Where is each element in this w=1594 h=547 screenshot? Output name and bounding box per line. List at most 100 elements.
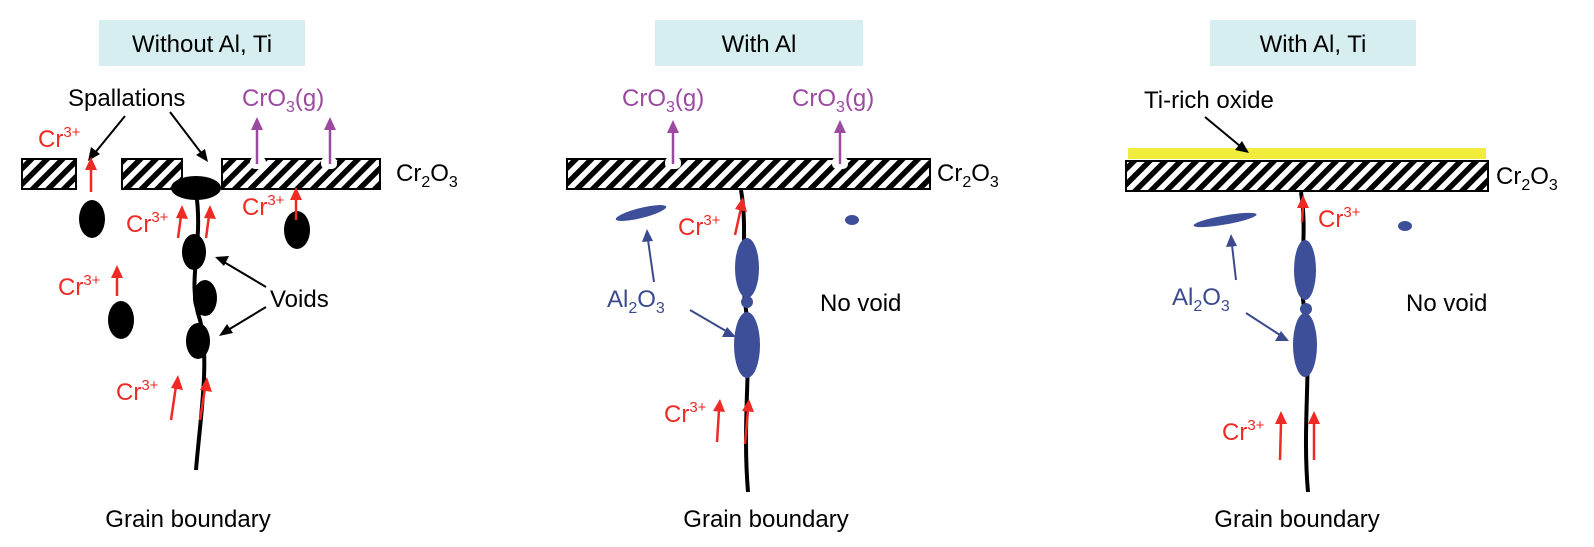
void bbox=[182, 234, 206, 270]
al2o3-grain-boundary bbox=[741, 296, 753, 308]
panel-with-al-ti: With Al, Ti Cr2O3 Ti-rich oxide Cr3+ Al2… bbox=[1125, 20, 1558, 533]
al2o3-particle bbox=[1193, 212, 1257, 228]
cro3-arrowhead bbox=[251, 117, 263, 130]
cr-ion-label: Cr3+ bbox=[116, 377, 159, 406]
cr-ion-arrow bbox=[733, 207, 743, 236]
cr-ion-arrowhead bbox=[1308, 411, 1320, 424]
cr2o3-label: Cr2O3 bbox=[937, 160, 999, 191]
cro3-gas-label: CrO3(g) bbox=[792, 85, 874, 116]
al2o3-arrow bbox=[647, 239, 655, 283]
no-void-label: No void bbox=[1406, 290, 1487, 317]
cr-ion-label: Cr3+ bbox=[1222, 417, 1265, 446]
cro3-arrowhead bbox=[324, 117, 336, 130]
al2o3-grain-boundary bbox=[734, 312, 760, 378]
spallation-arrow bbox=[93, 115, 126, 155]
ti-rich-oxide-arrowhead bbox=[1235, 141, 1249, 153]
cr2o3-label: Cr2O3 bbox=[396, 160, 458, 191]
al2o3-arrowhead bbox=[1226, 234, 1237, 247]
ti-rich-oxide-label: Ti-rich oxide bbox=[1144, 87, 1274, 114]
cr-ion-arrowhead bbox=[204, 205, 216, 219]
panel-title-box bbox=[655, 20, 863, 66]
cro3-arrowhead bbox=[667, 120, 679, 133]
al2o3-label: Al2O3 bbox=[1172, 284, 1230, 315]
panel-title-box bbox=[99, 20, 305, 66]
al2o3-label: Al2O3 bbox=[607, 286, 665, 317]
voids-arrow bbox=[227, 306, 267, 331]
cro3-arrowhead bbox=[834, 120, 846, 133]
cr-ion-arrowhead bbox=[85, 157, 97, 170]
void-spallation bbox=[171, 176, 221, 200]
cr-ion-arrowhead bbox=[200, 377, 212, 392]
al2o3-arrow bbox=[689, 309, 727, 332]
cr2o3-scale-layer bbox=[21, 157, 381, 190]
cr-ion-arrowhead bbox=[713, 399, 725, 412]
al2o3-particle bbox=[615, 205, 667, 221]
void bbox=[108, 301, 134, 339]
cr-ion-arrow bbox=[176, 215, 183, 239]
spallations-label: Spallations bbox=[68, 85, 185, 112]
cr-ion-arrow bbox=[169, 385, 178, 421]
panel-title: With Al, Ti bbox=[1260, 31, 1367, 58]
cr-ion-label: Cr3+ bbox=[678, 212, 721, 241]
voids-arrowhead bbox=[215, 256, 229, 266]
al2o3-arrowhead bbox=[1275, 331, 1289, 341]
cr-ion-arrowhead bbox=[176, 205, 188, 219]
cr-ion-arrow bbox=[204, 215, 211, 239]
al2o3-grain-boundary bbox=[1300, 303, 1312, 315]
void bbox=[284, 211, 310, 249]
al2o3-arrow bbox=[1245, 312, 1281, 336]
grain-boundary-label: Grain boundary bbox=[1214, 506, 1379, 533]
cr-ion-label: Cr3+ bbox=[58, 272, 101, 301]
al2o3-grain-boundary bbox=[1293, 313, 1317, 377]
panel-without-al-ti: Without Al, Ti Cr2O3 Spallations CrO3(g) bbox=[21, 20, 458, 533]
cr-ion-arrowhead bbox=[290, 187, 302, 200]
scale-segment bbox=[21, 158, 77, 190]
cr2o3-label: Cr2O3 bbox=[1496, 163, 1558, 194]
cr-ion-arrow bbox=[198, 387, 207, 421]
al2o3-grain-boundary bbox=[1294, 240, 1316, 300]
al2o3-arrowhead bbox=[722, 327, 736, 337]
cr-ion-arrowhead bbox=[735, 197, 747, 212]
cr2o3-scale-layer bbox=[566, 158, 931, 190]
cr-ion-arrowhead bbox=[742, 399, 754, 412]
ti-rich-oxide-arrow bbox=[1204, 116, 1241, 147]
grain-boundary-label: Grain boundary bbox=[105, 506, 270, 533]
grain-boundary-label: Grain boundary bbox=[683, 506, 848, 533]
panel-with-al: With Al Cr2O3 CrO3(g) CrO3(g) Cr3+ bbox=[566, 20, 999, 533]
spallation-arrowhead bbox=[196, 149, 208, 162]
cr-ion-label: Cr3+ bbox=[242, 192, 285, 221]
cr2o3-scale-layer bbox=[1125, 160, 1489, 192]
cr-ion-arrow bbox=[743, 409, 750, 445]
no-void-label: No void bbox=[820, 290, 901, 317]
void bbox=[186, 323, 210, 359]
cr-ion-label: Cr3+ bbox=[38, 124, 81, 153]
panel-title: Without Al, Ti bbox=[132, 31, 272, 58]
al2o3-particle bbox=[845, 215, 859, 225]
ti-rich-oxide-layer bbox=[1128, 148, 1486, 159]
panel-title-box bbox=[1210, 20, 1416, 66]
al2o3-grain-boundary bbox=[735, 238, 759, 298]
scale-segment bbox=[221, 158, 381, 190]
cr-ion-arrowhead bbox=[171, 375, 183, 390]
panel-title: With Al bbox=[722, 31, 797, 58]
cr-ion-label: Cr3+ bbox=[126, 209, 169, 238]
voids-arrow bbox=[223, 261, 267, 288]
al2o3-arrowhead bbox=[642, 229, 653, 242]
void bbox=[79, 200, 105, 238]
cro3-gas-label: CrO3(g) bbox=[622, 85, 704, 116]
cr-ion-arrow bbox=[1300, 205, 1305, 223]
cr-ion-arrowhead bbox=[1297, 195, 1309, 208]
cro3-gas-label: CrO3(g) bbox=[242, 85, 324, 116]
cr-ion-arrowhead bbox=[1275, 411, 1287, 424]
cr-ion-label: Cr3+ bbox=[664, 399, 707, 428]
voids-label: Voids bbox=[270, 286, 329, 313]
cr-ion-arrow bbox=[1278, 421, 1283, 461]
void bbox=[193, 280, 217, 316]
scale-segment bbox=[121, 158, 183, 190]
cr-ion-label: Cr3+ bbox=[1318, 204, 1361, 233]
cr-ion-arrow bbox=[715, 409, 721, 443]
al2o3-particle bbox=[1398, 221, 1412, 231]
voids-arrowhead bbox=[219, 324, 233, 336]
cr-ion-arrowhead bbox=[111, 265, 123, 278]
